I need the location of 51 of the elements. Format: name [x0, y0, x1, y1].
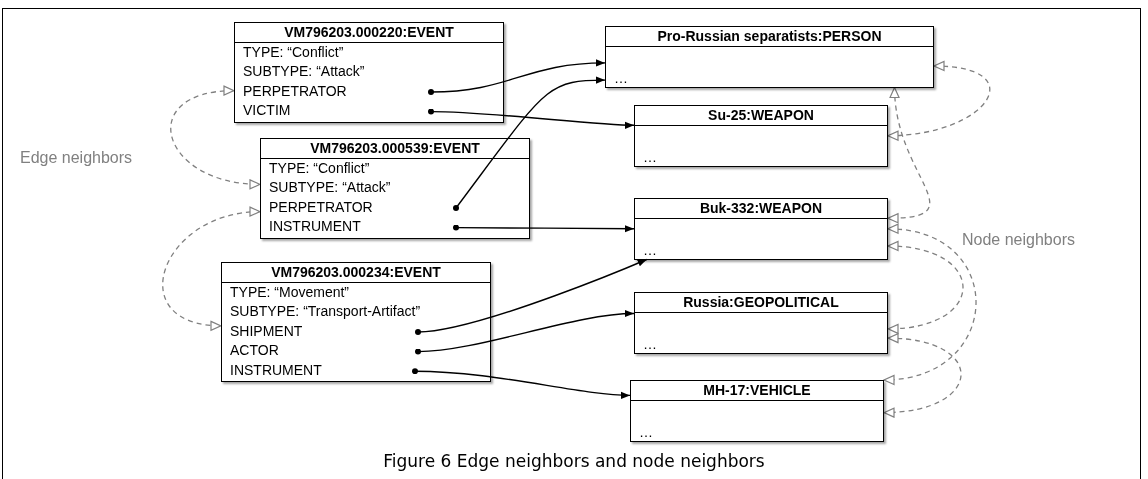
- event-box: [260, 138, 530, 239]
- attribute-text: TYPE: “Conflict”: [242, 42, 345, 62]
- arrow: [453, 76, 606, 211]
- dashed-arrow: [887, 86, 931, 223]
- attribute-text: SUBTYPE: “Attack”: [242, 62, 366, 82]
- annotation-label: Node neighbors: [962, 230, 1075, 250]
- arrow: [428, 59, 606, 95]
- entity-box: [605, 26, 934, 88]
- attribute-text: INSTRUMENT: [268, 217, 362, 237]
- box-title: VM796203.000539:EVENT: [261, 139, 529, 159]
- arrow: [453, 224, 635, 233]
- attribute-text: ACTOR: [229, 341, 280, 361]
- box-title: Su-25:WEAPON: [635, 106, 887, 126]
- attribute-text: PERPETRATOR: [242, 81, 348, 101]
- annotation-label: Edge neighbors: [20, 148, 133, 168]
- arrow: [412, 368, 631, 399]
- arrow: [415, 310, 635, 355]
- box-title: Buk-332:WEAPON: [635, 199, 887, 219]
- attribute-text: PERPETRATOR: [268, 197, 374, 217]
- attribute-text: INSTRUMENT: [229, 360, 323, 380]
- entity-box: [630, 380, 884, 442]
- event-box: [234, 22, 504, 123]
- attribute-text: TYPE: “Conflict”: [268, 158, 371, 178]
- ellipsis-text: …: [614, 68, 628, 87]
- box-title: VM796203.000234:EVENT: [222, 263, 490, 283]
- attribute-text: SHIPMENT: [229, 321, 304, 341]
- dashed-arrow: [887, 241, 964, 334]
- entity-box: [634, 292, 888, 354]
- dashed-arrow: [883, 333, 962, 418]
- dashed-arrow: [170, 86, 261, 189]
- entity-box: [634, 198, 888, 260]
- dashed-arrow: [887, 61, 991, 141]
- entity-box: [634, 105, 888, 167]
- attribute-text: SUBTYPE: “Attack”: [268, 178, 392, 198]
- arrow: [428, 108, 635, 129]
- box-title: Russia:GEOPOLITICAL: [635, 293, 887, 313]
- ellipsis-text: …: [643, 334, 657, 353]
- ellipsis-text: …: [643, 240, 657, 259]
- attribute-text: SUBTYPE: “Transport-Artifact”: [229, 302, 422, 322]
- ellipsis-text: …: [639, 422, 653, 441]
- attribute-text: VICTIM: [242, 101, 292, 121]
- box-title: VM796203.000220:EVENT: [235, 23, 503, 43]
- ellipsis-text: …: [643, 147, 657, 166]
- box-title: Pro-Russian separatists:PERSON: [606, 27, 933, 47]
- box-title: MH-17:VEHICLE: [631, 381, 883, 401]
- event-box: [221, 262, 491, 383]
- figure-caption: Figure 6 Edge neighbors and node neighbors: [382, 450, 766, 473]
- arrow: [415, 258, 648, 335]
- dashed-arrow: [162, 207, 261, 330]
- attribute-text: TYPE: “Movement”: [229, 282, 351, 302]
- dashed-arrow: [883, 224, 977, 384]
